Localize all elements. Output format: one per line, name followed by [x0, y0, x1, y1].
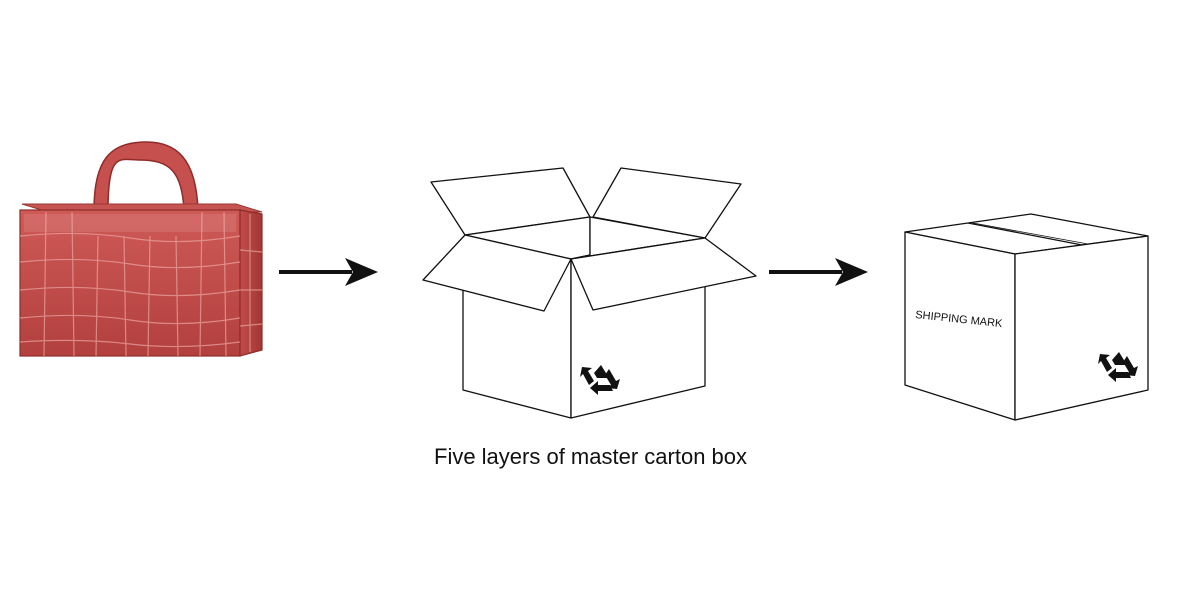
arrow-right-icon: [279, 258, 378, 286]
case-body: [19, 209, 241, 357]
diagram-caption: Five layers of master carton box: [434, 444, 748, 469]
arrow-right-icon: [769, 258, 868, 286]
case-handle: [93, 141, 199, 211]
open-carton-box: [422, 167, 757, 419]
leather-case: [19, 141, 263, 357]
